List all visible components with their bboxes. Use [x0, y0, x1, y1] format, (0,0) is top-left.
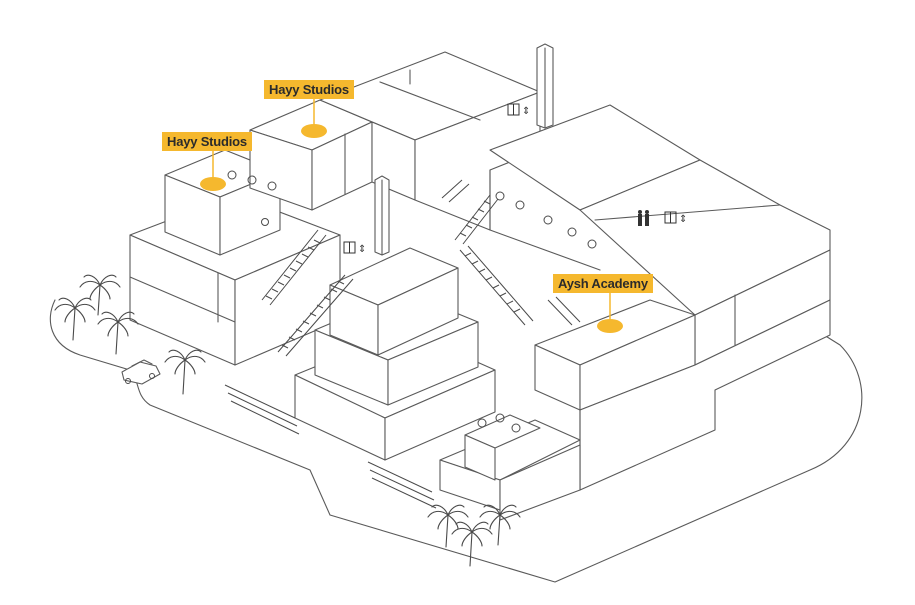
car-icon: [121, 359, 161, 385]
ground-outline: [49, 299, 863, 583]
svg-text:⇕: ⇕: [358, 244, 366, 255]
svg-text:⇕: ⇕: [522, 106, 530, 117]
location-label-aysh-academy[interactable]: Aysh Academy: [553, 274, 653, 293]
central-building: [294, 175, 496, 461]
elevator-icon: ⇕: [343, 241, 366, 255]
staircases: [224, 179, 581, 509]
back-building: [319, 43, 554, 231]
restroom-icon: [638, 210, 649, 226]
location-pin-hayy-studios-2[interactable]: [301, 98, 327, 138]
location-pin-aysh-academy[interactable]: [597, 292, 623, 333]
front-right-building: [439, 299, 831, 521]
location-label-hayy-studios-1[interactable]: Hayy Studios: [162, 132, 252, 151]
elevator-icon: ⇕: [507, 103, 530, 117]
right-building: [489, 104, 831, 366]
palm-trees: [54, 274, 521, 567]
planters: [227, 170, 597, 433]
location-pin-hayy-studios-1[interactable]: [200, 150, 226, 191]
svg-text:⇕: ⇕: [679, 214, 687, 225]
location-label-hayy-studios-2[interactable]: Hayy Studios: [264, 80, 354, 99]
elevator-icon: ⇕: [664, 211, 687, 225]
